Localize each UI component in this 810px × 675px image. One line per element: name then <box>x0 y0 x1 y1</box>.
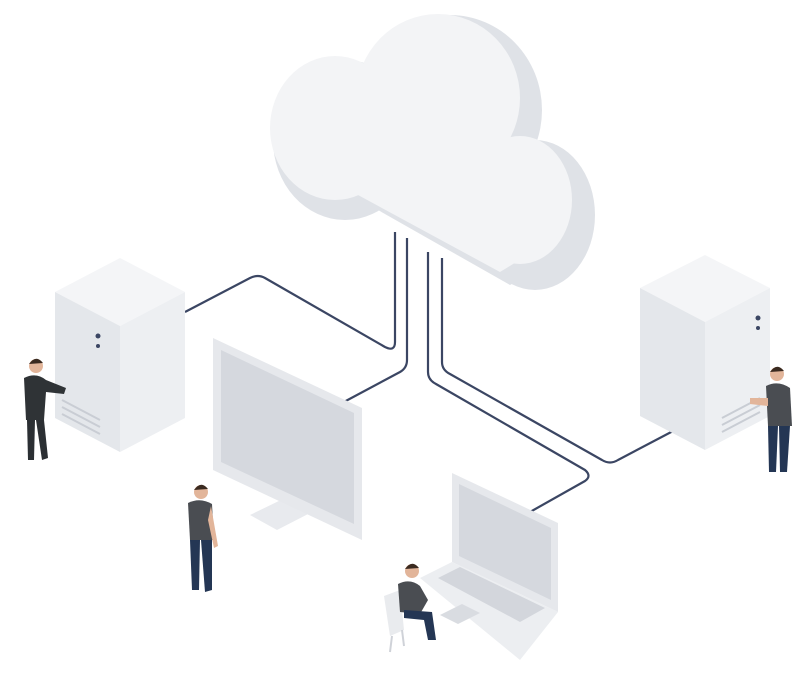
power-led-icon <box>95 333 101 339</box>
cable-to-left-server <box>184 232 397 350</box>
person-businessman <box>24 358 66 460</box>
trackpad <box>440 604 480 624</box>
person-seated <box>384 563 436 653</box>
right-server <box>640 255 770 450</box>
keyboard <box>438 567 545 622</box>
person-right <box>750 366 792 472</box>
cable-to-laptop <box>426 252 590 513</box>
network-cables <box>184 232 676 513</box>
desktop-monitor <box>213 338 362 540</box>
monitor-screen <box>221 350 354 524</box>
cable-to-right-server <box>440 258 676 464</box>
laptop <box>420 473 558 660</box>
cable-to-monitor <box>341 238 409 404</box>
cloud <box>270 14 595 290</box>
person-standing <box>188 484 218 592</box>
power-led-icon <box>755 315 761 321</box>
left-server <box>55 258 185 452</box>
chair <box>384 590 404 636</box>
laptop-screen <box>459 484 551 600</box>
